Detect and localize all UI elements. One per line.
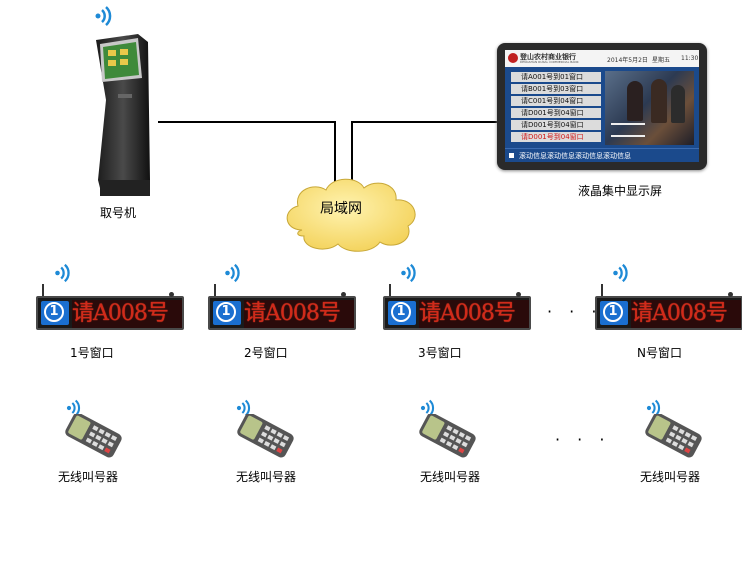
ellipsis: · · · [547,302,603,321]
led-text: 请A008号 [72,300,182,328]
led-window-display: 1 请A008号 [595,284,742,330]
window-label: N号窗口 [637,346,682,360]
window-number-badge: 1 [388,301,416,325]
led-window-display: 1 请A008号 [208,284,356,330]
poster-figure [651,79,667,123]
bank-logo-icon [508,53,518,63]
poster-figure [671,85,685,123]
lcd-header: 登山农村商业银行 DENGSHAN RURAL COMMERCIAL BANK … [505,50,699,67]
window-label: 2号窗口 [244,346,288,360]
lcd-screen: 登山农村商业银行 DENGSHAN RURAL COMMERCIAL BANK … [505,50,699,162]
led-text: 请A008号 [631,300,741,328]
queue-row-highlighted: 请D001号到04窗口 [511,132,601,142]
led-text: 请A008号 [244,300,354,328]
queue-row: 请C001号到04窗口 [511,96,601,106]
queue-row: 请D001号到04窗口 [511,108,601,118]
wifi-icon [401,263,416,283]
lcd-display: 登山农村商业银行 DENGSHAN RURAL COMMERCIAL BANK … [497,43,707,170]
bank-name: 登山农村商业银行 [520,53,576,61]
window-number-badge: 1 [41,301,69,325]
display-caption: 液晶集中显示屏 [578,184,663,198]
led-window-display: 1 请A008号 [36,284,184,330]
lcd-date: 2014年5月2日 [607,57,648,64]
poster-figure [627,81,643,121]
ellipsis: · · · [555,430,611,449]
movie-poster-image [605,71,694,145]
window-number-badge: 1 [213,301,241,325]
wireless-caller-device [65,414,122,458]
network-label: 局域网 [320,201,362,217]
wireless-caller-device [645,414,702,458]
wifi-icon [95,6,112,26]
ticker-text: 滚动信息滚动信息滚动信息滚动信息 [519,152,631,160]
ticket-kiosk [88,30,158,200]
wifi-icon [55,263,70,283]
caller-label: 无线叫号器 [420,470,481,484]
caller-label: 无线叫号器 [236,470,297,484]
poster-title-mark [611,123,645,137]
speaker-icon [509,153,514,158]
led-window-display: 1 请A008号 [383,284,531,330]
lcd-time: 11:30 [681,55,699,62]
queue-row: 请B001号到03窗口 [511,84,601,94]
lcd-weekday: 星期五 [652,57,671,64]
wireless-caller-device [237,414,294,458]
window-number-badge: 1 [600,301,628,325]
queue-list: 请A001号到01窗口 请B001号到03窗口 请C001号到04窗口 请D00… [511,72,601,146]
wireless-caller-device [419,414,476,458]
lcd-body: 请A001号到01窗口 请B001号到03窗口 请C001号到04窗口 请D00… [505,67,699,148]
wifi-icon [613,263,628,283]
window-label: 1号窗口 [70,346,114,360]
window-label: 3号窗口 [418,346,462,360]
queue-row: 请A001号到01窗口 [511,72,601,82]
kiosk-label: 取号机 [100,206,137,220]
wifi-icon [225,263,240,283]
bank-name-en: DENGSHAN RURAL COMMERCIAL BANK [520,60,579,64]
led-text: 请A008号 [419,300,529,328]
lcd-ticker-bar: 滚动信息滚动信息滚动信息滚动信息 [505,148,699,162]
caller-label: 无线叫号器 [640,470,701,484]
network-cloud-icon [286,178,416,252]
queue-row: 请D001号到04窗口 [511,120,601,130]
caller-label: 无线叫号器 [58,470,119,484]
